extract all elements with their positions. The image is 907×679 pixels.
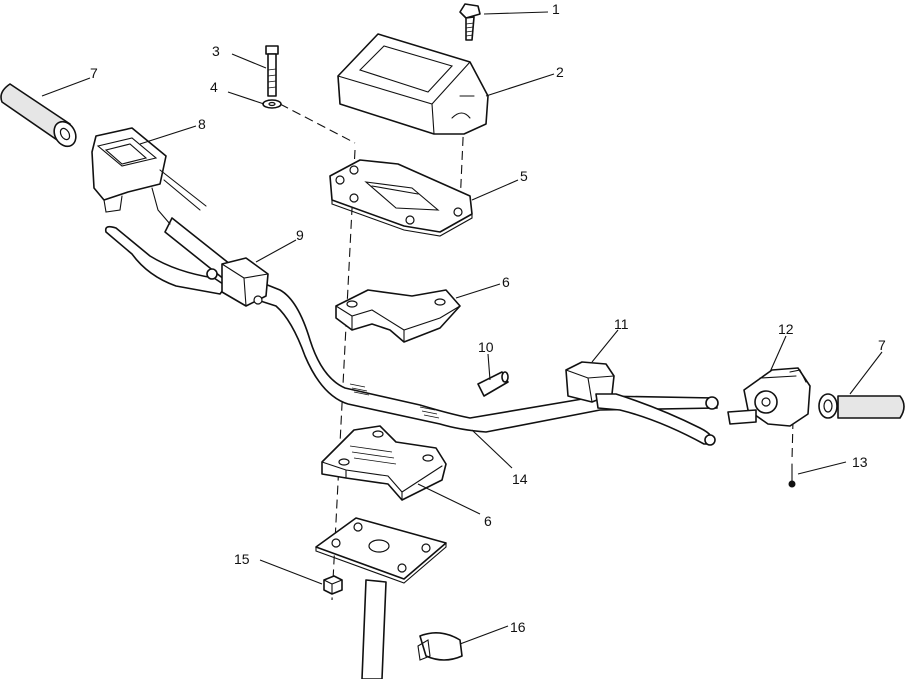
callout-12: 12	[778, 321, 794, 337]
hose-clamp	[417, 632, 463, 661]
small-spacer	[477, 371, 509, 397]
left-grip	[0, 83, 77, 148]
top-bolt	[459, 3, 481, 41]
handlebar-cover	[337, 33, 489, 135]
screw	[788, 463, 796, 488]
nut	[323, 575, 343, 595]
callout-13: 13	[852, 454, 868, 470]
callout-1: 1	[552, 1, 560, 17]
callout-6-upper: 6	[502, 274, 510, 290]
lower-clamp	[321, 425, 447, 501]
callout-labels: 1 2 3 4 5 6 6 7 7 8 9 10 11 12 13 14 15 …	[90, 1, 886, 635]
callout-7-left: 7	[90, 65, 98, 81]
callout-8: 8	[198, 116, 206, 132]
bolt-and-washer	[262, 45, 282, 109]
callout-6-lower: 6	[484, 513, 492, 529]
callout-11: 11	[614, 316, 629, 332]
right-grip	[818, 393, 905, 419]
callout-7-right: 7	[878, 337, 886, 353]
brake-master-cylinder	[91, 127, 207, 225]
left-lever-perch	[104, 225, 269, 307]
right-lever-perch	[565, 361, 716, 446]
callout-3: 3	[212, 43, 220, 59]
callout-5: 5	[520, 168, 528, 184]
callout-16: 16	[510, 619, 526, 635]
upper-clamp	[335, 289, 461, 343]
leader-lines	[41, 11, 883, 645]
callout-2: 2	[556, 64, 564, 80]
callout-10: 10	[478, 339, 494, 355]
upper-plate	[329, 159, 473, 237]
steering-post	[361, 579, 387, 679]
callout-4: 4	[210, 79, 218, 95]
callout-14: 14	[512, 471, 528, 487]
callout-9: 9	[296, 227, 304, 243]
throttle-housing	[727, 367, 811, 427]
callout-15: 15	[234, 551, 250, 567]
lower-mounting-plate	[315, 517, 447, 584]
